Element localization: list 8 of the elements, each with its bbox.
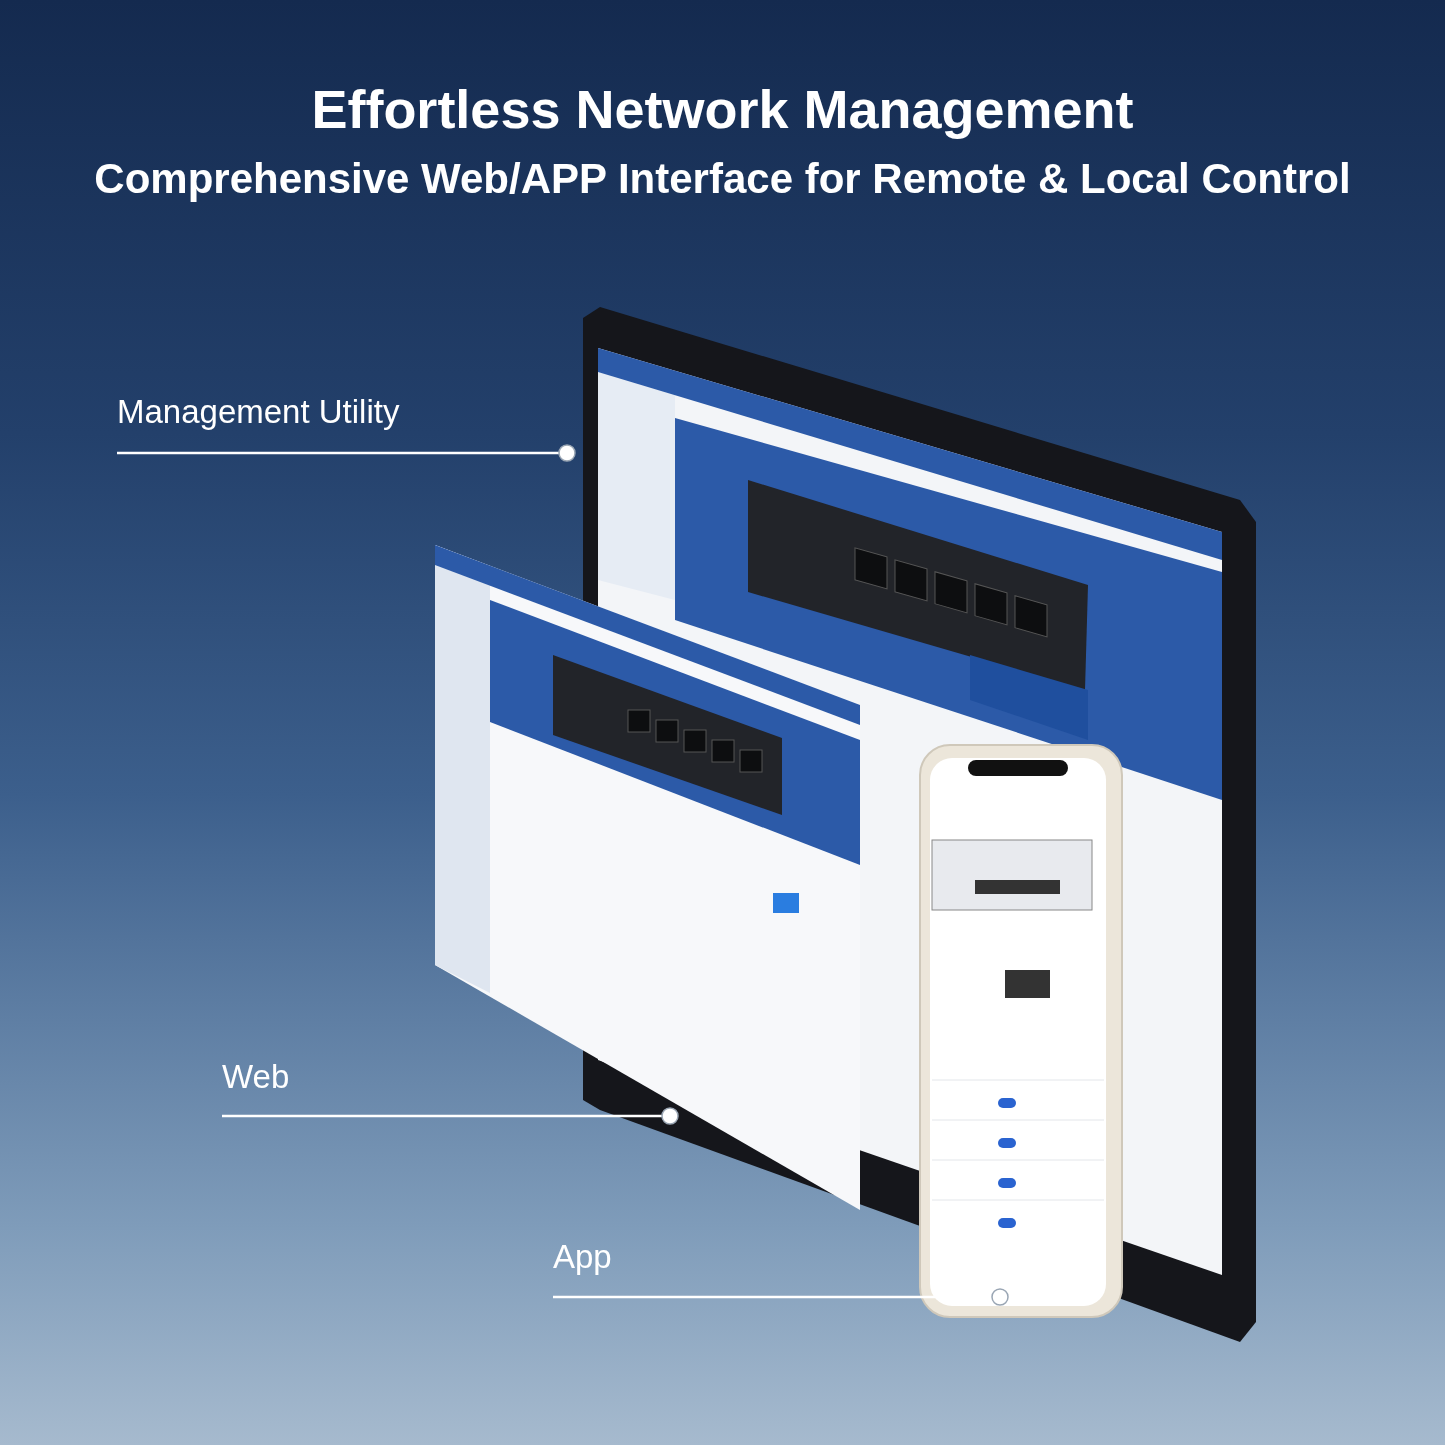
title: Effortless Network Management	[310, 78, 1135, 140]
subtitle: Comprehensive Web/APP Interface for Remote & Local Control	[93, 155, 1352, 203]
callout-label: Management Utility	[117, 393, 417, 453]
leader-line	[553, 1288, 1009, 1306]
callout-label: App	[553, 1238, 673, 1297]
leader-line	[117, 444, 576, 462]
callout-label: Web	[222, 1058, 342, 1116]
leader-line	[222, 1107, 679, 1125]
